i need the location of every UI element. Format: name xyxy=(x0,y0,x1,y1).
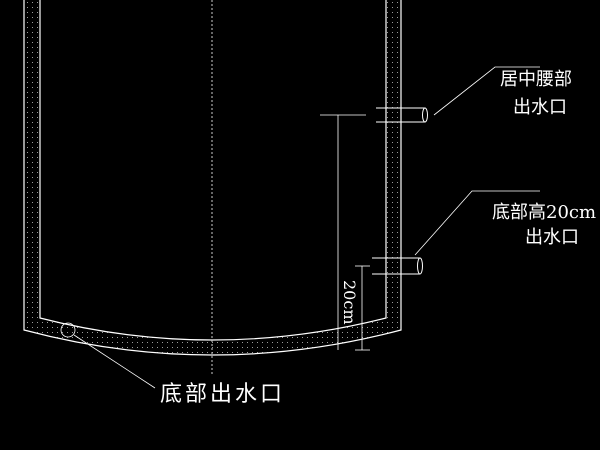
dimension-lines xyxy=(320,114,370,351)
bottom-outlet-marker xyxy=(60,322,76,338)
middle-outlet-label-1: 居中腰部 xyxy=(500,69,572,90)
middle-outlet-pipe xyxy=(376,107,428,123)
low-outlet-label-1: 底部高20cm xyxy=(492,202,596,223)
middle-outlet-label-2: 出水口 xyxy=(513,97,567,118)
low-outlet-label-2: 出水口 xyxy=(525,227,579,248)
dimension-label: 20cm xyxy=(340,280,359,325)
low-outlet-leader xyxy=(414,190,540,256)
bottom-outlet-leader xyxy=(73,334,156,389)
low-outlet-pipe xyxy=(372,257,423,275)
middle-outlet-leader xyxy=(433,66,540,116)
bottom-outlet-label: 底部出水口 xyxy=(160,382,285,407)
